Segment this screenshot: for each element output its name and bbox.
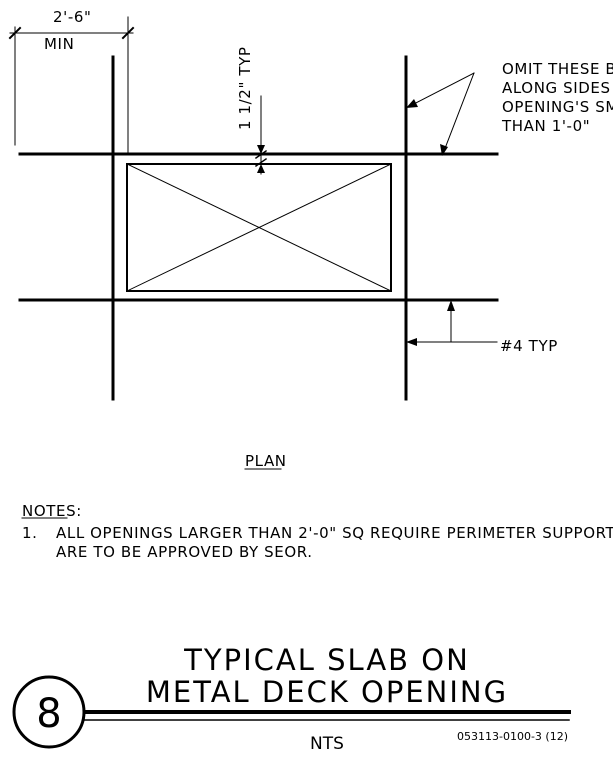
- omit-arrow-1: [406, 99, 418, 108]
- title-line-1: TYPICAL SLAB ON: [183, 643, 470, 677]
- omit-arrow-2: [440, 144, 448, 156]
- title-line-2: METAL DECK OPENING: [146, 675, 508, 709]
- bar-callout-arrow-left: [406, 338, 417, 346]
- omit-note-line-1: OMIT THESE BA: [502, 60, 613, 78]
- dimension-tick-left: [8, 26, 22, 40]
- bar-callout: #4 TYP: [500, 337, 558, 355]
- spacing-arrow-down: [257, 145, 265, 154]
- spacing-tick-lower: [254, 157, 268, 168]
- scale-label: NTS: [310, 734, 344, 754]
- note-line-1: ALL OPENINGS LARGER THAN 2'-0" SQ REQUIR…: [56, 524, 613, 542]
- bar-callout-arrow-up: [447, 300, 455, 311]
- omit-leader-2: [443, 72, 475, 152]
- drawing-reference: 053113-0100-3 (12): [457, 730, 568, 743]
- note-number: 1.: [22, 524, 38, 542]
- omit-leader-1: [411, 72, 475, 106]
- omit-note-line-3: OPENING'S SMA: [502, 98, 613, 116]
- detail-number: 8: [36, 691, 61, 737]
- view-label: PLAN: [245, 452, 287, 470]
- spacing-arrow-up: [257, 164, 265, 173]
- opening-diagonal-2: [126, 163, 392, 292]
- dimension-value: 2'-6": [53, 8, 92, 26]
- spacing-tick-upper: [254, 149, 268, 160]
- notes-heading: NOTES:: [22, 502, 82, 520]
- dimension-qualifier: MIN: [44, 35, 74, 53]
- omit-note-line-4: THAN 1'-0": [501, 117, 590, 135]
- dimension-tick-right: [121, 26, 135, 40]
- note-line-2: ARE TO BE APPROVED BY SEOR.: [56, 543, 313, 561]
- spacing-note: 1 1/2" TYP: [236, 47, 254, 131]
- omit-note-line-2: ALONG SIDES O: [502, 79, 613, 97]
